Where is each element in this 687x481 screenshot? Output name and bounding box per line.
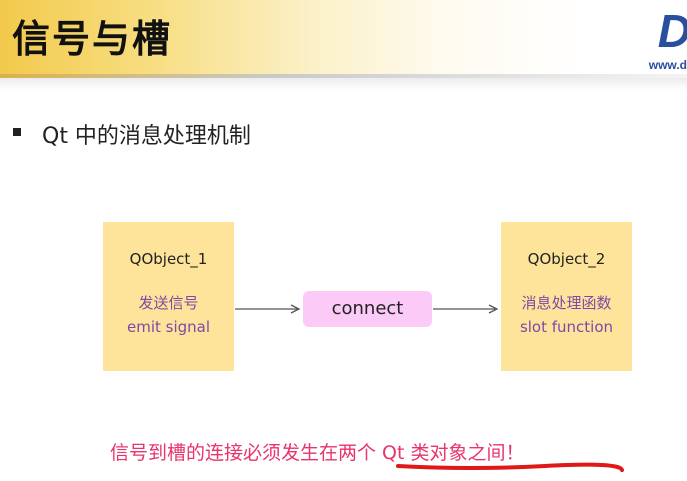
bullet-text: Qt 中的消息处理机制 [42, 124, 251, 149]
brand-logo-icon: D [658, 8, 687, 54]
qobject-1-box: QObject_1 发送信号 emit signal [103, 222, 234, 371]
bullet-square-icon [13, 128, 21, 136]
header-divider [0, 74, 687, 78]
arrowhead-left-icon [290, 304, 301, 314]
slide-title: 信号与槽 [12, 17, 173, 61]
qobject-2-name: QObject_2 [527, 250, 606, 268]
qobject-2-box: QObject_2 消息处理函数 slot function [501, 222, 632, 371]
qobject-1-action-en: emit signal [126, 318, 211, 336]
arrowhead-right-icon [488, 304, 499, 314]
qobject-1-name: QObject_1 [129, 250, 208, 268]
header-band [0, 0, 687, 74]
red-underline-mark [396, 462, 624, 472]
qobject-2-action-en: slot function [519, 318, 614, 336]
header-shadow [0, 78, 687, 90]
qobject-2-action-cn: 消息处理函数 [521, 294, 612, 312]
qobject-1-action-cn: 发送信号 [138, 294, 199, 312]
connect-box: connect [303, 291, 432, 327]
brand-url: www.d [648, 58, 687, 72]
note-text: 信号到槽的连接必须发生在两个 Qt 类对象之间！ [110, 442, 525, 464]
